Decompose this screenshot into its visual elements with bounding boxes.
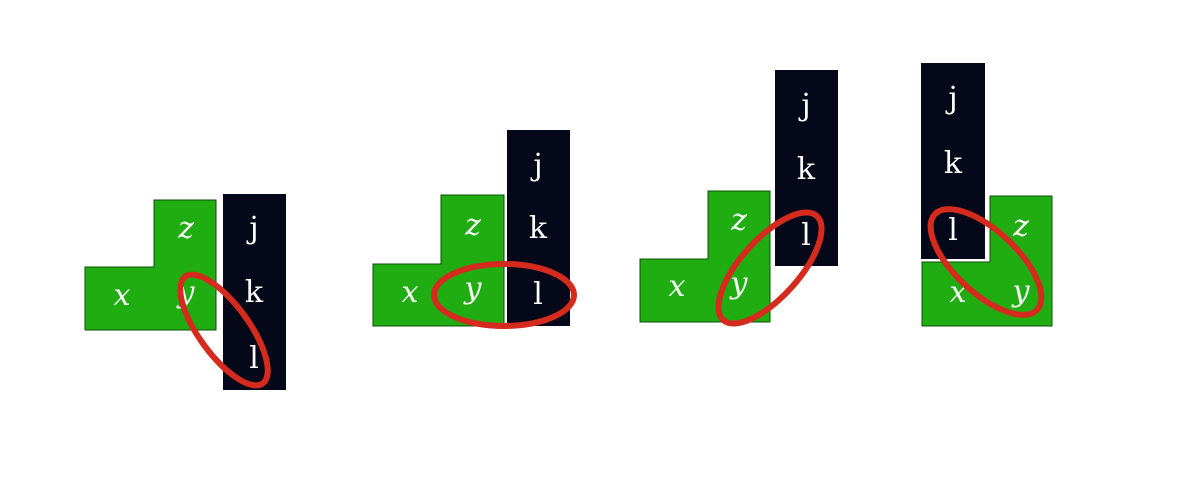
label-j: j <box>945 81 957 116</box>
label-j: j <box>246 211 258 246</box>
label-y: y <box>729 266 749 301</box>
label-k: k <box>944 146 963 181</box>
green-tile-shape <box>921 195 1053 327</box>
green-tile-shape <box>372 194 505 327</box>
dark-bar <box>775 70 838 266</box>
label-z: z <box>1012 209 1029 244</box>
label-l: l <box>801 218 811 253</box>
green-tile-shape <box>84 199 217 331</box>
label-j: j <box>798 88 810 123</box>
panel-3: x y z j k l <box>639 70 838 327</box>
label-y: y <box>1011 274 1031 309</box>
label-k: k <box>797 152 816 187</box>
label-x: x <box>402 275 419 310</box>
label-x: x <box>114 278 131 313</box>
panel-4: j k l z x y <box>921 63 1053 327</box>
panel-2: x y z j k l <box>372 130 577 329</box>
highlight-ellipse <box>927 206 1045 318</box>
label-j: j <box>530 148 542 183</box>
panel-1: x y z j k l <box>84 194 286 390</box>
label-l: l <box>533 277 543 312</box>
label-k: k <box>529 211 548 246</box>
highlight-ellipse <box>431 261 577 329</box>
dark-bar <box>507 130 570 326</box>
dark-bar <box>223 194 286 390</box>
green-tile-shape <box>639 190 771 323</box>
highlight-ellipse <box>715 209 825 327</box>
label-z: z <box>730 203 747 238</box>
label-k: k <box>245 275 264 310</box>
highlight-ellipse <box>177 271 271 389</box>
label-x: x <box>669 269 686 304</box>
label-y: y <box>463 271 483 306</box>
label-z: z <box>177 211 194 246</box>
label-z: z <box>464 208 481 243</box>
label-l: l <box>249 341 259 376</box>
label-l: l <box>948 213 958 248</box>
